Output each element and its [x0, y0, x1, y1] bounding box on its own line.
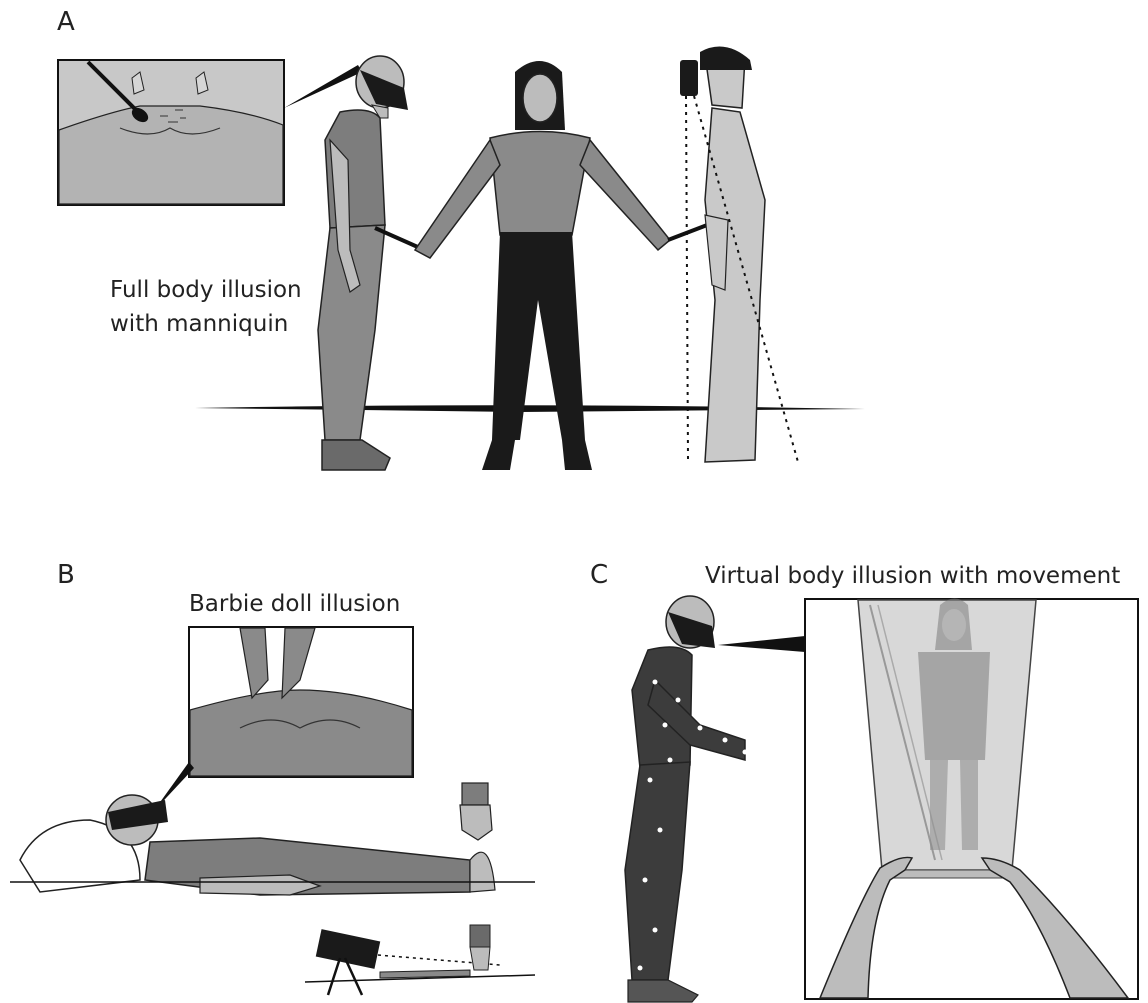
panel-b-label: B [57, 560, 75, 590]
panel-c-caption: Virtual body illusion with movement [705, 563, 1120, 589]
panel-a-caption-line1: Full body illusion [110, 277, 302, 303]
panel-a: A Full body illusion with manniquin [57, 7, 865, 470]
experimenter-hand-b [460, 783, 492, 840]
first-person-view-inset-a [58, 60, 284, 205]
virtual-mirror-view [805, 599, 1138, 1000]
lying-participant [10, 795, 535, 895]
view-cone-c [718, 636, 805, 652]
mannequin-with-camera [680, 47, 798, 462]
panel-a-label: A [57, 7, 75, 37]
panel-b: B Barbie doll illusion [10, 560, 535, 995]
mocap-participant [625, 596, 748, 1002]
floor-line [195, 405, 865, 412]
panel-b-caption: Barbie doll illusion [189, 591, 400, 617]
view-cone-a [284, 65, 362, 108]
panel-a-caption-line2: with manniquin [110, 311, 288, 337]
first-person-view-inset-b [189, 627, 413, 777]
doll-camera-setup [305, 925, 535, 995]
panel-c-label: C [590, 560, 608, 590]
panel-c: C Virtual body illusion with movement [590, 560, 1138, 1002]
